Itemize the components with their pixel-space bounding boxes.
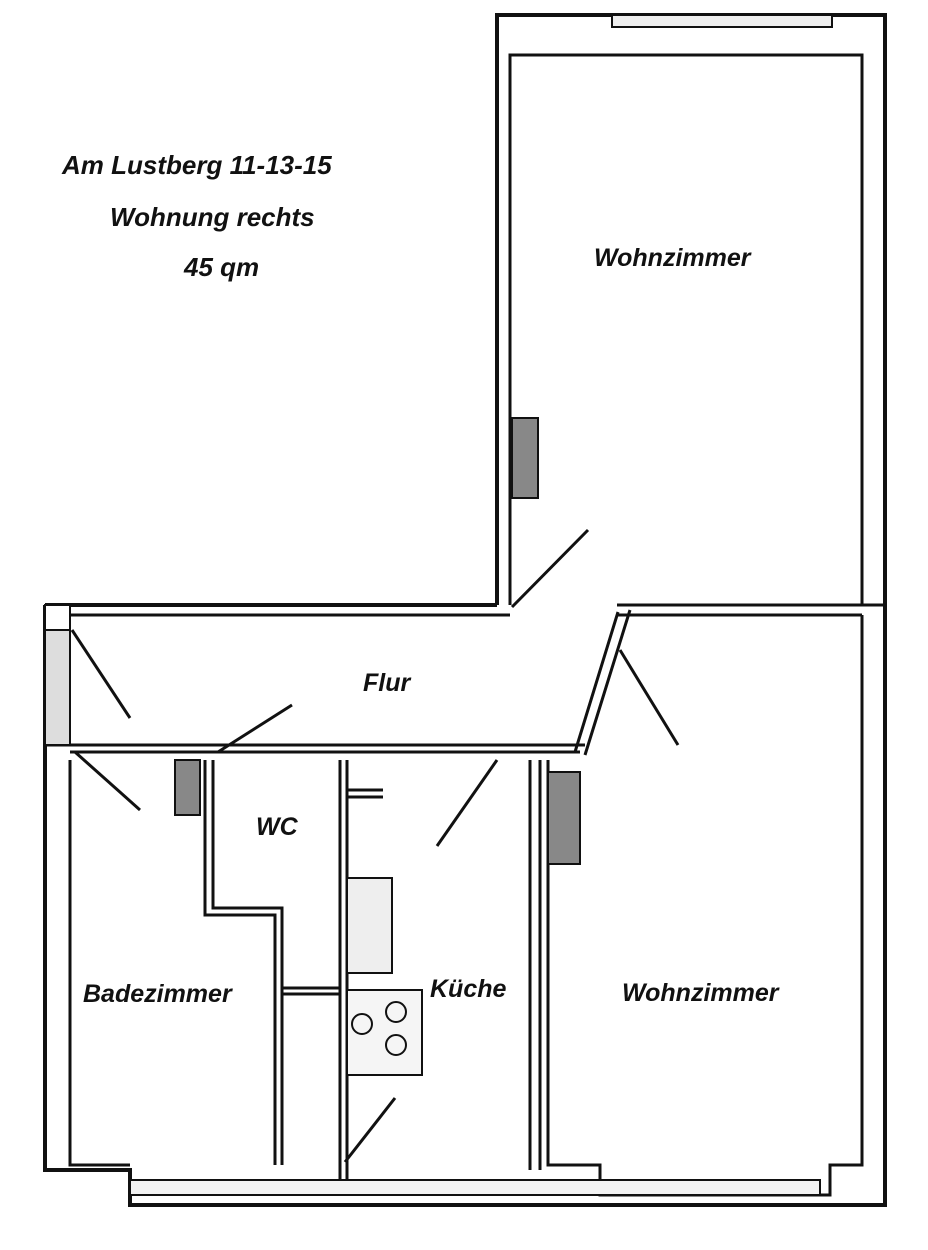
wall-upper-inner: [508, 53, 864, 605]
room-label-kueche: Küche: [430, 975, 507, 1003]
area-label: 45 qm: [184, 252, 260, 282]
door-wc: [217, 703, 293, 754]
window-bottom: [129, 1179, 821, 1196]
entry-wall-panel: [44, 629, 71, 746]
door-wohnzimmer-top: [510, 528, 590, 609]
entry-post: [44, 604, 71, 631]
wall-kitchen-stub: [347, 788, 383, 799]
stove-burner: [385, 1034, 407, 1056]
kitchen-stove: [346, 989, 423, 1076]
door-bad: [74, 750, 141, 812]
wall-lower-outer: [43, 603, 497, 1207]
door-entry: [70, 629, 132, 719]
wall-kitchen-right: [528, 760, 542, 1170]
wall-upper-outer: [495, 13, 887, 1207]
room-label-wohnzimmer-bottom: Wohnzimmer: [622, 979, 779, 1007]
room-label-badezimmer: Badezimmer: [83, 980, 232, 1008]
door-balcony: [343, 1097, 397, 1163]
stove-burner: [351, 1013, 373, 1035]
door-wohnzimmer-bottom: [618, 649, 680, 746]
unit-label: Wohnung rechts: [110, 202, 315, 232]
kitchen-sink: [346, 877, 393, 974]
stove-burner: [385, 1001, 407, 1023]
room-label-flur: Flur: [363, 669, 411, 697]
address-label: Am Lustberg 11-13-15: [62, 150, 332, 180]
door-kueche: [435, 759, 499, 847]
wall-lower-inner: [68, 613, 510, 1167]
room-label-wohnzimmer-top: Wohnzimmer: [594, 244, 751, 272]
radiator-living: [547, 771, 581, 865]
wall-wc: [203, 760, 284, 1165]
wall-kitchen-left: [338, 760, 349, 1195]
wall-flur-bottom: [45, 743, 585, 754]
wall-wc-bottom: [282, 986, 340, 996]
window-top: [611, 14, 833, 28]
wall-living-inner: [546, 615, 864, 1197]
wall-mid: [617, 603, 885, 617]
radiator-bath: [174, 759, 201, 816]
radiator-top: [511, 417, 539, 499]
room-label-wc: WC: [256, 813, 298, 841]
wall-flur-slant: [573, 609, 632, 756]
